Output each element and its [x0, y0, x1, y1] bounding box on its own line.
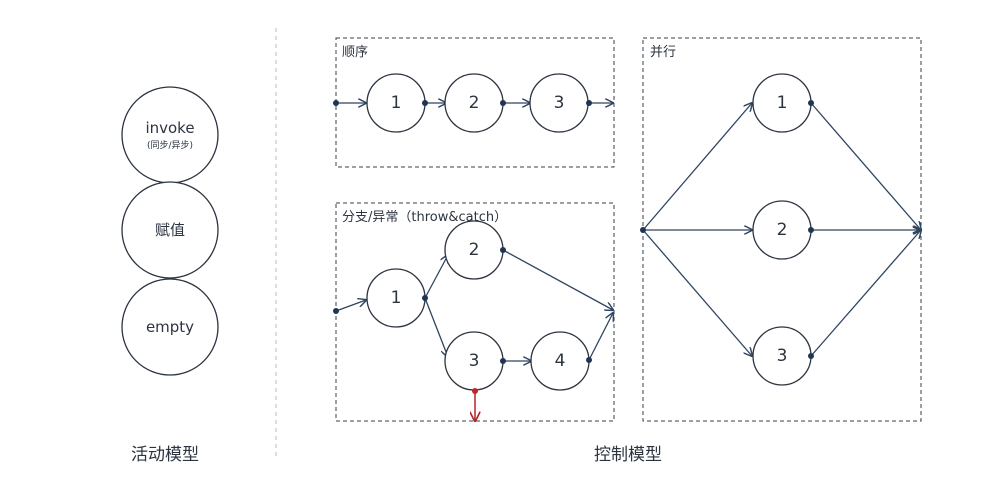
activity-assign-label: 赋值 [155, 221, 185, 239]
activity-invoke-label: invoke [145, 119, 194, 137]
branch-node-1-label: 1 [391, 288, 402, 308]
parallel-node-1-out-dot [808, 100, 814, 106]
sequence-title: 顺序 [342, 45, 368, 60]
sequence-node-3-label: 3 [554, 93, 565, 113]
branch-edge-1-2 [424, 255, 448, 299]
parallel-node-3-out-dot [808, 353, 814, 359]
parallel-box: 并行 1 2 3 [640, 37, 921, 422]
branch-node-3-out-dot [500, 358, 506, 364]
parallel-node-2-out-dot [808, 227, 814, 233]
sequence-entry-dot [333, 100, 339, 106]
branch-edge-4-exit [588, 313, 613, 361]
sequence-node-1-out-dot [422, 100, 428, 106]
branch-box: 分支/异常（throw&catch） 1 2 3 4 [333, 202, 614, 421]
parallel-node-3-label: 3 [777, 346, 788, 366]
activity-model-caption: 活动模型 [131, 445, 199, 465]
branch-title: 分支/异常（throw&catch） [342, 210, 507, 225]
branch-node-2-label: 2 [469, 240, 480, 260]
activity-assign: 赋值 [121, 181, 219, 279]
activity-model: invoke (同步/异步) 赋值 empty 活动模型 [121, 86, 219, 465]
sequence-node-1-label: 1 [391, 93, 402, 113]
activity-empty-label: empty [146, 318, 194, 336]
sequence-box: 顺序 1 2 3 [333, 37, 615, 168]
parallel-edge-1-out [810, 102, 921, 230]
branch-node-4-out-dot [586, 357, 592, 363]
activity-empty: empty [121, 278, 219, 376]
branch-node-1-out-dot [422, 295, 428, 301]
branch-exception-dot [472, 388, 478, 394]
branch-node-4-label: 4 [555, 351, 566, 371]
branch-node-3-label: 3 [469, 351, 480, 371]
branch-node-2-out-dot [500, 247, 506, 253]
activity-invoke: invoke (同步/异步) [121, 86, 219, 184]
parallel-edge-in-1 [642, 103, 752, 231]
branch-entry-edge [335, 300, 366, 312]
parallel-entry-dot [640, 227, 646, 233]
branch-edge-1-3 [424, 297, 448, 357]
parallel-node-2-label: 2 [777, 220, 788, 240]
branch-edge-2-exit [502, 249, 613, 310]
parallel-title: 并行 [650, 45, 676, 60]
sequence-node-2-out-dot [500, 100, 506, 106]
branch-entry-dot [333, 308, 339, 314]
activity-assign-circle [121, 181, 219, 279]
parallel-node-1-label: 1 [777, 93, 788, 113]
control-model-caption: 控制模型 [594, 445, 662, 465]
activity-empty-circle [121, 278, 219, 376]
sequence-node-3-out-dot [586, 100, 592, 106]
parallel-edge-in-3 [642, 229, 752, 356]
activity-invoke-sublabel: (同步/异步) [147, 140, 193, 151]
sequence-node-2-label: 2 [469, 93, 480, 113]
parallel-edge-3-out [810, 230, 921, 357]
